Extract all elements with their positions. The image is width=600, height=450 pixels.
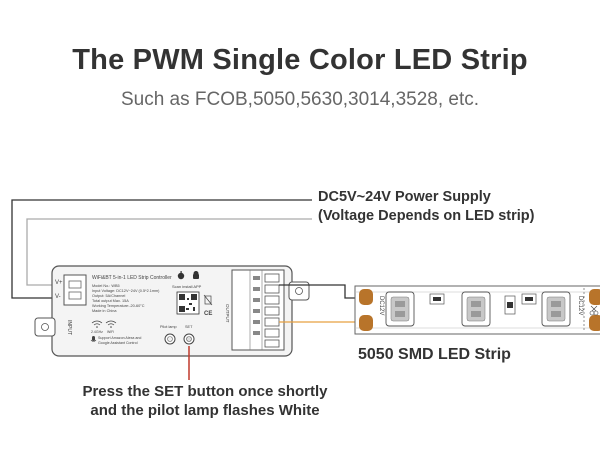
spec-output: Output: 5A/Channel — [92, 294, 126, 298]
wifi-label: WiFi — [107, 330, 114, 334]
support-line1: Support Amazon Alexa and — [98, 336, 141, 340]
wifi-24-label: 2.4GHz — [91, 330, 103, 334]
strip-voltage-mark-2: DC12V — [577, 296, 583, 315]
qr-code — [176, 291, 200, 315]
output-terminal-slots — [253, 273, 280, 348]
spec-input: Input Voltage: DC12V~24V (0.5*2.1mm) — [92, 289, 160, 293]
wifi-icon-2 — [105, 320, 117, 328]
spec-temp: Working Temperature:-20-60°C — [92, 304, 145, 308]
set-instruction-line2: and the pilot lamp flashes White — [90, 402, 320, 419]
input-terminal — [63, 274, 87, 306]
led-strip-label: 5050 SMD LED Strip — [358, 346, 511, 363]
page-subtitle: Such as FCOB,5050,5630,3014,3528, etc. — [120, 89, 480, 110]
page-title: The PWM Single Color LED Strip — [72, 44, 528, 76]
led-chip-3 — [541, 291, 571, 327]
spec-model: Model No.: WB5 — [92, 284, 120, 288]
set-label: SET — [185, 325, 193, 329]
scan-app-label: Scan install APP — [172, 284, 202, 289]
recycle-bin-icon — [203, 294, 213, 306]
led-chip — [385, 291, 415, 327]
v-plus-label: V+ — [55, 280, 63, 286]
strip-pad-positive — [359, 289, 373, 305]
strip-voltage-mark: DC12V — [378, 296, 384, 315]
wifi-icon — [91, 320, 103, 328]
scissors-icon — [589, 305, 599, 316]
power-supply-line1: DC5V~24V Power Supply — [318, 189, 491, 205]
input-label: INPUT — [66, 320, 72, 335]
set-instruction: Press the SET button once shortly and th… — [40, 382, 370, 420]
controller-device: V+ V- INPUT WiFi&BT 5-in-1 LED Strip Con… — [34, 265, 310, 357]
ce-mark: CE — [204, 311, 212, 317]
resistor — [429, 293, 537, 315]
support-line2: Google Assistant Control — [98, 341, 138, 345]
android-icon — [193, 271, 199, 279]
power-wire-black — [11, 199, 312, 299]
power-supply-line2: (Voltage Depends on LED strip) — [318, 208, 535, 224]
v-minus-label: V- — [55, 294, 61, 300]
pilot-lamp-label: Pilot lamp — [160, 325, 177, 329]
power-supply-callout: DC5V~24V Power Supply (Voltage Depends o… — [318, 188, 534, 226]
spec-total: Total output Max. 15A — [92, 299, 129, 303]
power-wire-grey — [26, 218, 312, 286]
microphone-icon — [90, 336, 97, 342]
controller-name: WiFi&BT 5-in-1 LED Strip Controller — [92, 275, 172, 281]
spec-made: Made in China — [92, 309, 117, 313]
apple-icon — [177, 271, 185, 280]
led-strip: DC12V DC12V — [354, 285, 600, 335]
led-chip-2 — [461, 291, 491, 327]
strip-pad-channel — [359, 315, 373, 331]
set-instruction-line1: Press the SET button once shortly — [82, 383, 328, 400]
output-label: OUTPUT — [225, 304, 230, 323]
